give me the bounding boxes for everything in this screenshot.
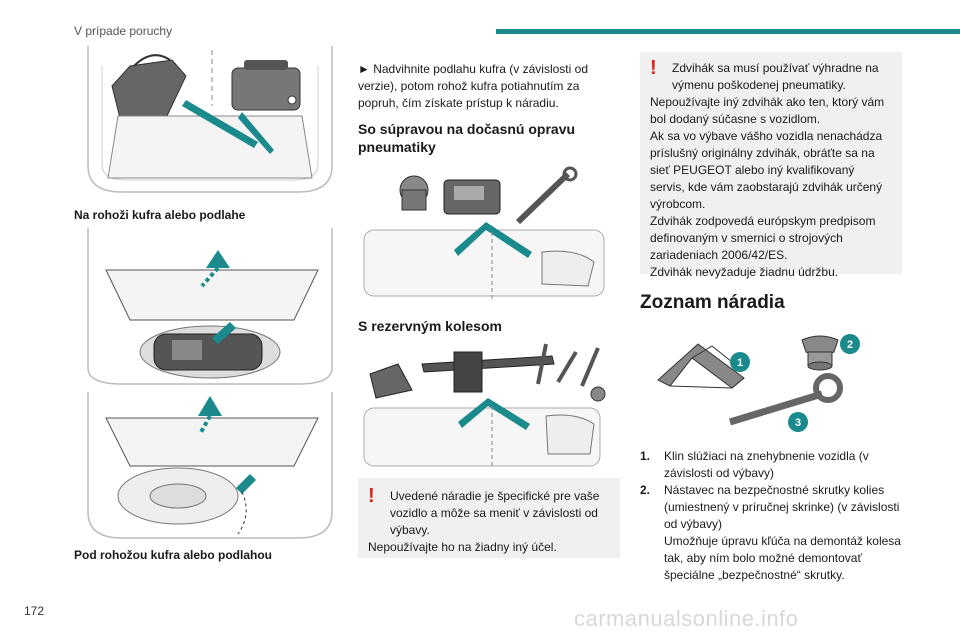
warning-icon: !	[368, 485, 375, 507]
list-item-number: 1.	[640, 449, 651, 463]
list-item: 2. Nástavec na bezpečnostné skrutky koli…	[640, 482, 910, 533]
list-item: 1. Klin slúžiaci na znehybnenie vozidla …	[640, 448, 910, 482]
repair-kit-tools-illustration	[363, 166, 605, 300]
tools-warning-line2: Nepoužívajte ho na žiadny iný účel.	[368, 540, 557, 554]
spare-wheel-tools-illustration	[363, 343, 606, 467]
tools-warning-box: ! Uvedené náradie je špecifické pre vaše…	[358, 478, 620, 558]
jack-warning-line4: Zdvihák zodpovedá európskym predpisom de…	[650, 214, 876, 262]
caption-on-mat: Na rohoži kufra alebo podlahe	[74, 208, 246, 222]
tool-list-illustration: 1 2 3	[657, 334, 860, 432]
tools-warning-line1: Uvedené náradie je špecifické pre vaše v…	[390, 489, 600, 537]
heading-spare-wheel: S rezervným kolesom	[358, 318, 502, 334]
section-title: V prípade poruchy	[74, 24, 173, 38]
heading-repair-kit: So súpravou na dočasnú opravu pneumatiky	[358, 121, 576, 155]
jack-warning-line2: Nepoužívajte iný zdvihák ako ten, ktorý …	[650, 95, 885, 126]
jack-warning-box: ! Zdvihák sa musí používať výhradne na v…	[640, 52, 902, 279]
jack-warning-line3: Ak sa vo výbave vášho vozidla nenachádza…	[650, 129, 883, 211]
callout-3: 3	[795, 417, 801, 429]
list-item-text: Nástavec na bezpečnostné skrutky kolies …	[664, 483, 900, 531]
jack-warning-line5: Zdvihák nevyžaduje žiadnu údržbu.	[650, 265, 839, 279]
intro-paragraph: ► Nadvihnite podlahu kufra (v závislosti…	[358, 62, 588, 110]
warning-icon: !	[650, 57, 657, 79]
trunk-illustration-on-mat	[87, 46, 333, 193]
caption-under-mat: Pod rohožou kufra alebo podlahou	[74, 548, 272, 562]
page-number: 172	[24, 604, 45, 618]
header-accent-bar	[496, 29, 960, 34]
watermark-text: carmanualsonline.info	[574, 606, 799, 631]
tool-list: 1. Klin slúžiaci na znehybnenie vozidla …	[640, 448, 910, 584]
list-item-text: Umožňuje úpravu kľúča na demontáž kolesa…	[664, 534, 901, 582]
jack-warning-line1: Zdvihák sa musí používať výhradne na vým…	[672, 61, 879, 92]
trunk-illustration-under-mat-wheel	[87, 392, 333, 539]
callout-2: 2	[847, 339, 853, 351]
list-item-text: Klin slúžiaci na znehybnenie vozidla (v …	[664, 449, 869, 480]
list-item-continuation: Umožňuje úpravu kľúča na demontáž kolesa…	[640, 533, 910, 584]
tool-list-heading: Zoznam náradia	[640, 292, 785, 313]
trunk-illustration-under-mat-kit	[87, 228, 333, 385]
callout-1: 1	[737, 357, 743, 369]
list-item-number: 2.	[640, 483, 651, 497]
